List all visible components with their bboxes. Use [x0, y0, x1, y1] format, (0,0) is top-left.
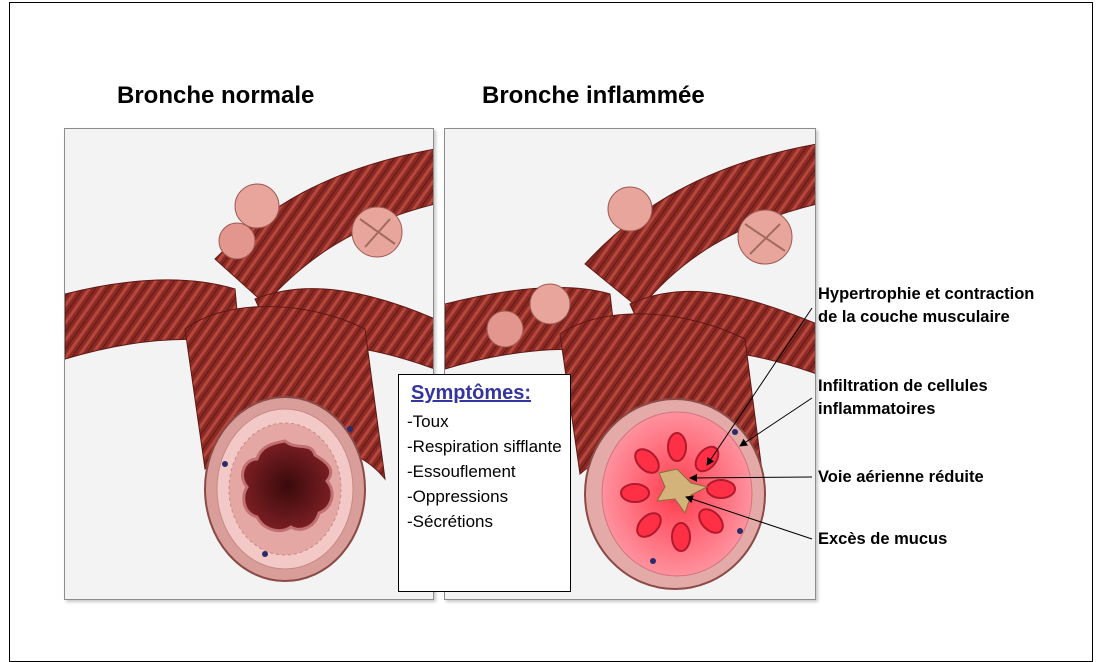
- leader-line-airway: [690, 477, 812, 478]
- leader-line-infiltration: [740, 398, 812, 446]
- leader-line-mucus: [686, 497, 812, 539]
- leader-line-muscle: [707, 308, 812, 465]
